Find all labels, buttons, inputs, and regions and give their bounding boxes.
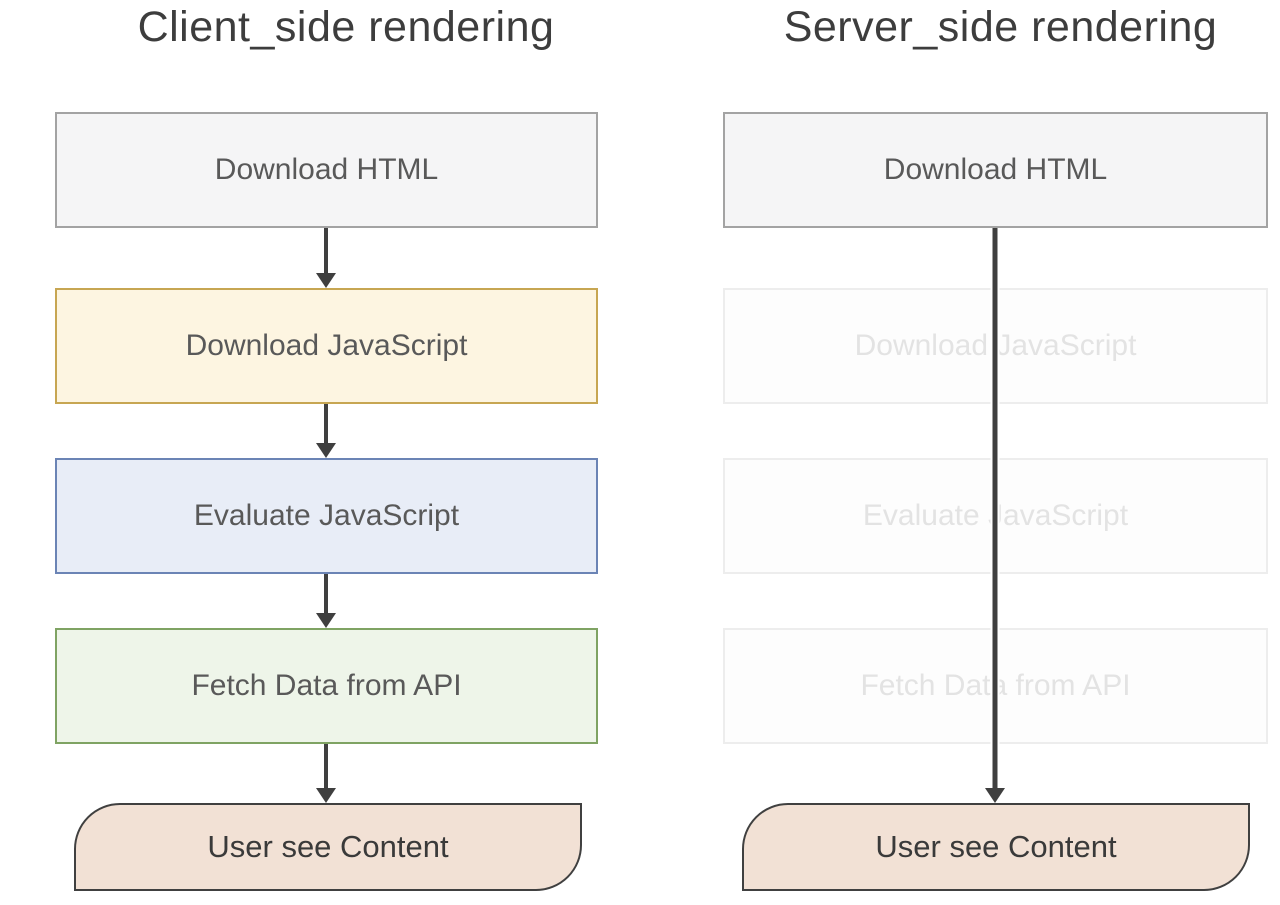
client-side-title: Client_side rendering [137,3,555,51]
step-label: User see Content [207,829,449,864]
arrow-down-icon [306,228,346,288]
arrow-down-icon [306,744,346,803]
csr-step-evaluate-javascript: Evaluate JavaScript [55,458,598,574]
arrow-head [316,443,336,458]
step-label: Evaluate JavaScript [193,499,460,532]
ssr-step-download-html: Download HTML [723,112,1268,228]
arrow-down-long-icon [975,228,1015,803]
step-label: Fetch Data from API [191,669,462,702]
arrow-head [316,788,336,803]
csr-step-user-see-content: User see Content [74,803,582,891]
server-side-title: Server_side rendering [783,3,1218,51]
step-label: Download JavaScript [185,329,468,362]
arrow-shaft [324,404,328,445]
csr-step-download-html: Download HTML [55,112,598,228]
arrow-head [316,613,336,628]
step-label: Download HTML [883,153,1108,186]
step-label: Download HTML [214,153,439,186]
step-label: User see Content [875,829,1117,864]
ssr-step-user-see-content: User see Content [742,803,1250,891]
arrow-shaft [324,574,328,615]
arrow-down-icon [306,404,346,458]
arrow-head [985,788,1005,803]
arrow-shaft [990,228,1000,790]
arrow-shaft [324,744,328,790]
arrow-head [316,273,336,288]
arrow-down-icon [306,574,346,628]
csr-step-download-javascript: Download JavaScript [55,288,598,404]
arrow-shaft [324,228,328,275]
csr-step-fetch-data-from-api: Fetch Data from API [55,628,598,744]
